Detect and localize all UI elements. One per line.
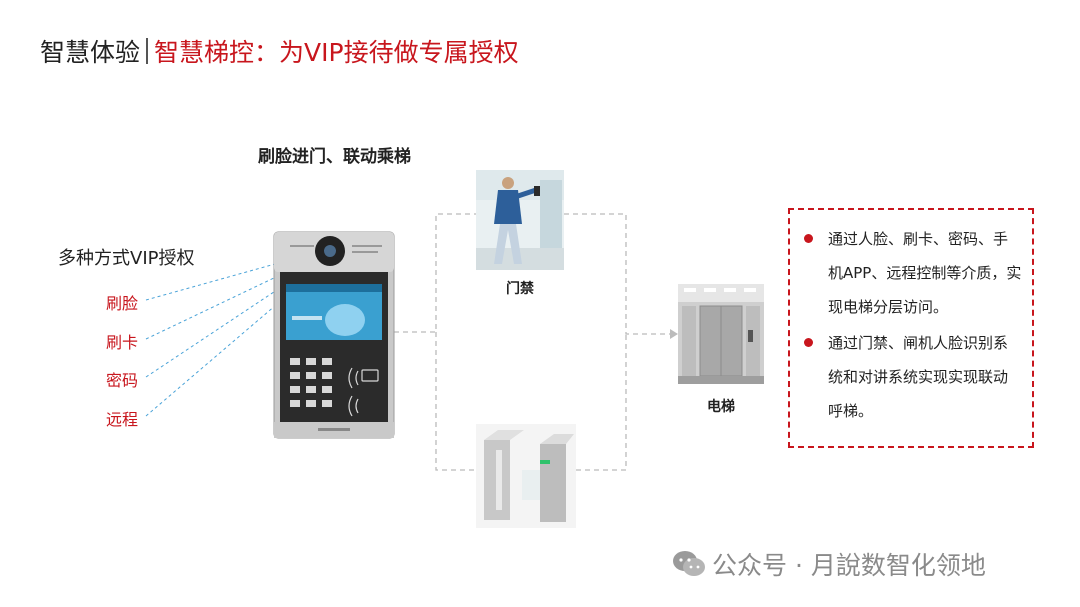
info-text: 通过门禁、闸机人脸识别系统和对讲系统实现实现联动呼梯。	[828, 334, 1009, 420]
gate-photo	[476, 424, 576, 528]
auth-method-card: 刷卡	[106, 333, 139, 352]
title-separator	[146, 38, 149, 64]
info-item: 通过人脸、刷卡、密码、手机APP、远程控制等介质，实现电梯分层访问。	[804, 222, 1022, 324]
info-box: 通过人脸、刷卡、密码、手机APP、远程控制等介质，实现电梯分层访问。 通过门禁、…	[788, 208, 1034, 448]
keypad	[290, 358, 332, 407]
bullet-icon	[804, 234, 813, 243]
watermark: 公众号 · 月說数智化领地	[672, 548, 986, 580]
page-title: 智慧体验 智慧梯控：为VIP接待做专属授权	[40, 34, 519, 68]
card-reader-icon	[348, 367, 379, 417]
arrow-elevator	[670, 329, 678, 339]
info-item: 通过门禁、闸机人脸识别系统和对讲系统实现实现联动呼梯。	[804, 326, 1022, 428]
scenario-heading: 刷脸进门、联动乘梯	[258, 147, 411, 167]
title-main: 智慧体验	[40, 38, 141, 67]
elevator-photo	[678, 284, 764, 384]
wechat-icon	[673, 551, 705, 576]
door-caption: 门禁	[506, 281, 534, 297]
vip-auth-heading: 多种方式VIP授权	[58, 248, 195, 269]
elevator-caption: 电梯	[707, 399, 735, 415]
flow-panel-gate	[435, 332, 476, 471]
bullet-icon	[804, 338, 813, 347]
door-photo	[476, 170, 564, 270]
auth-method-face: 刷脸	[106, 294, 139, 313]
flow-panel-door	[394, 213, 476, 333]
flow-gate-elevator	[576, 334, 627, 471]
watermark-text: 公众号 · 月說数智化领地	[712, 551, 986, 580]
auth-method-password: 密码	[106, 371, 139, 390]
flow-door-elevator	[564, 213, 670, 335]
auth-line-card	[145, 255, 321, 340]
title-sub: 智慧梯控：为VIP接待做专属授权	[154, 38, 519, 67]
flow-lines	[394, 213, 670, 471]
info-text: 通过人脸、刷卡、密码、手机APP、远程控制等介质，实现电梯分层访问。	[828, 230, 1022, 316]
auth-method-remote: 远程	[106, 410, 139, 429]
intercom-panel	[273, 231, 395, 439]
